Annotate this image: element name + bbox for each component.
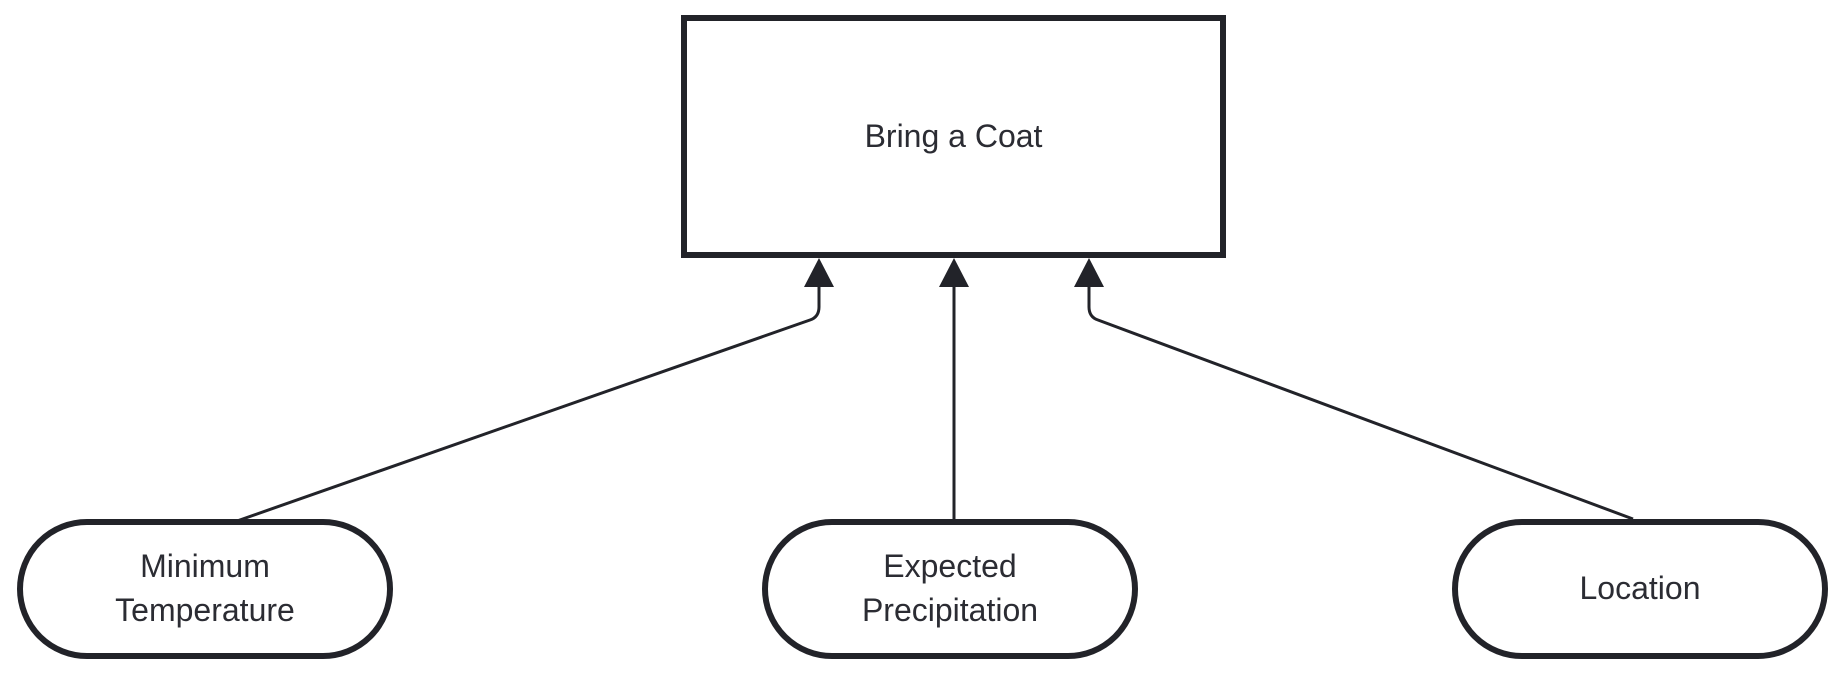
node-minimum-temperature-label: Minimum Temperature [115,548,295,628]
arrowhead-location-icon [1074,258,1104,287]
node-bring-a-coat: Bring a Coat [681,15,1226,258]
arrowhead-expected-precipitation-icon [939,258,969,287]
node-expected-precipitation-label: Expected Precipitation [861,548,1039,628]
edge-location-to-bring-a-coat [1087,287,1634,521]
node-location: Location [1452,519,1828,659]
node-location-label: Location [1579,570,1701,607]
node-expected-precipitation: Expected Precipitation [762,519,1138,659]
arrowhead-minimum-temperature-icon [804,258,834,287]
node-bring-a-coat-label: Bring a Coat [864,117,1043,154]
node-minimum-temperature: Minimum Temperature [17,519,393,659]
edge-minimum-temperature-to-bring-a-coat [236,287,821,523]
